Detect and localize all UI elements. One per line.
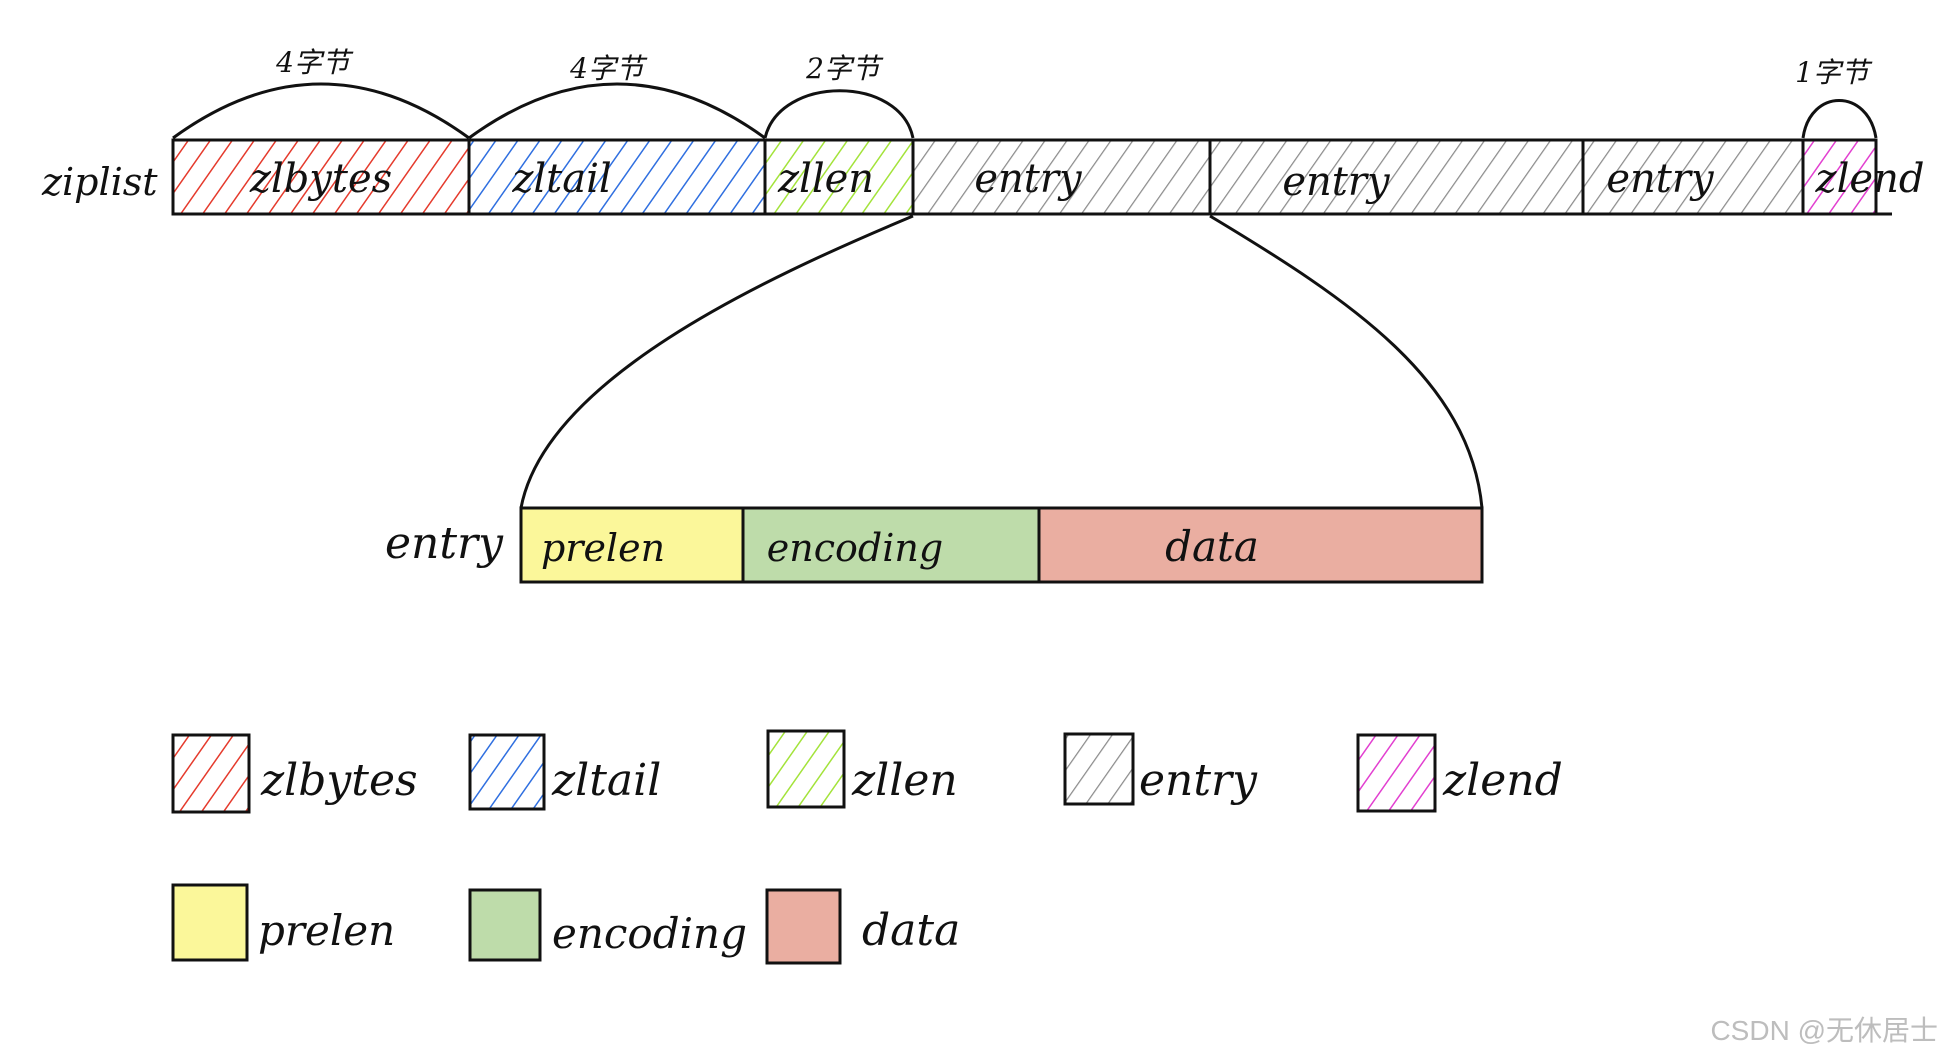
legend-label: zlbytes xyxy=(260,755,418,806)
size-label-zlbytes: 4字节 xyxy=(275,46,354,79)
legend-label: prelen xyxy=(258,906,395,955)
size-arc-zlbytes xyxy=(172,82,470,140)
legend-swatch xyxy=(468,733,546,811)
size-arc-zllen xyxy=(763,89,915,139)
ziplist-segment-label: zllen xyxy=(777,156,874,202)
legend-hatched: zlbytes zltail zllen entry zlend xyxy=(171,729,1563,814)
legend-swatch xyxy=(765,888,842,965)
size-label-zllen: 2字节 xyxy=(805,52,884,85)
legend-label: zllen xyxy=(851,755,958,806)
ziplist-segment-zllen: zllen xyxy=(763,138,915,216)
entry-segment-label: encoding xyxy=(767,526,943,570)
size-label-zltail: 4字节 xyxy=(569,52,648,85)
legend-swatch xyxy=(468,888,542,962)
ziplist-segment-zltail: zltail xyxy=(467,138,767,216)
ziplist-segment-label: entry xyxy=(974,156,1083,202)
legend-item-zlend: zlend xyxy=(1356,733,1563,813)
legend-label: zltail xyxy=(551,755,661,806)
legend-item-prelen: prelen xyxy=(171,883,395,962)
legend-label: encoding xyxy=(552,909,747,958)
legend-item-zltail: zltail xyxy=(468,733,661,811)
ziplist-segment-zlbytes: zlbytes xyxy=(171,138,471,216)
ziplist-segment-label: entry xyxy=(1282,159,1391,205)
legend-swatch xyxy=(171,883,249,962)
ziplist-segment-zlend: zlend xyxy=(1801,138,1925,216)
ziplist-segment-entry: entry xyxy=(911,138,1212,216)
size-arcs: 4字节 4字节 2字节 1字节 xyxy=(172,46,1878,140)
legend-swatch xyxy=(1063,732,1135,806)
legend-label: entry xyxy=(1139,755,1258,806)
entry-segment-data: data xyxy=(1037,506,1484,584)
ziplist-segment-entry: entry xyxy=(1581,138,1805,216)
entry-bar: prelen encoding data xyxy=(519,506,1484,584)
size-arc-zltail xyxy=(468,82,766,140)
legend-item-zlbytes: zlbytes xyxy=(171,733,418,814)
entry-segment-encoding: encoding xyxy=(741,506,1041,584)
legend-item-entry: entry xyxy=(1063,732,1258,806)
legend-swatch xyxy=(766,729,846,809)
legend-item-data: data xyxy=(765,888,960,965)
legend-label: zlend xyxy=(1442,755,1563,806)
entry-segment-prelen: prelen xyxy=(519,506,745,584)
ziplist-segment-label: entry xyxy=(1606,156,1715,202)
entry-segment-label: prelen xyxy=(541,526,665,570)
legend-item-zllen: zllen xyxy=(766,729,958,809)
entry-zoom-arc xyxy=(519,214,1484,509)
legend-solid: prelen encoding data xyxy=(171,883,960,965)
size-label-zlend: 1字节 xyxy=(1795,56,1873,89)
legend-item-encoding: encoding xyxy=(468,888,747,962)
legend-label: data xyxy=(862,905,960,956)
ziplist-label: ziplist xyxy=(41,160,158,204)
legend-swatch xyxy=(1356,733,1437,813)
entry-segment-label: data xyxy=(1165,522,1259,571)
ziplist-segment-label: zlend xyxy=(1815,156,1925,202)
size-arc-zlend xyxy=(1801,99,1878,139)
legend-swatch xyxy=(171,733,251,814)
ziplist-segment-label: zltail xyxy=(511,156,611,202)
ziplist-segment-entry: entry xyxy=(1208,138,1585,216)
watermark: CSDN @无休居士 xyxy=(1710,1015,1938,1046)
ziplist-bar: zlbytes zltail zllen entry entry entry z… xyxy=(171,138,1925,216)
entry-label: entry xyxy=(385,518,504,569)
ziplist-segment-label: zlbytes xyxy=(249,156,392,202)
